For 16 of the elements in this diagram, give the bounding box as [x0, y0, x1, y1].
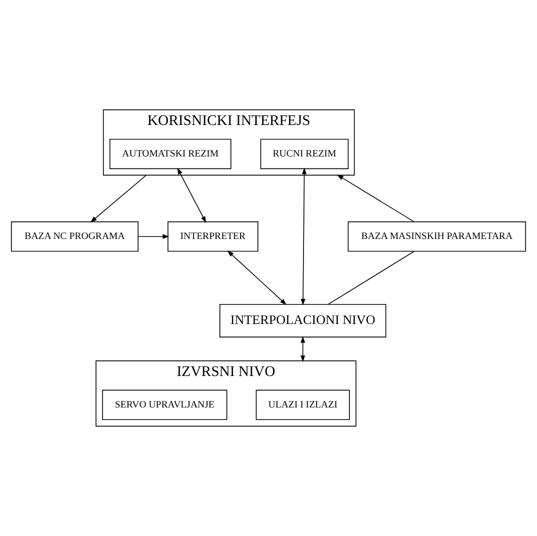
arrow: [227, 250, 287, 305]
arrow: [90, 174, 147, 222]
node-box: ULAZI I IZLAZI: [256, 390, 350, 420]
node-box: SERVO UPRAVLJANJE: [102, 390, 228, 420]
node-box: AUTOMATSKI REZIM: [110, 138, 232, 170]
node-box: BAZA NC PROGRAMA: [10, 221, 139, 252]
node-box: INTERPRETER: [168, 221, 258, 252]
arrow: [300, 336, 306, 362]
node-box: INTERPOLACIONI NIVO: [219, 304, 386, 338]
connector: [328, 250, 415, 305]
node-box: BAZA MASINSKIH PARAMETARA: [348, 221, 526, 252]
arrow: [336, 174, 414, 222]
arrow: [300, 168, 307, 306]
arrow: [138, 234, 170, 239]
arrow: [177, 168, 206, 223]
node-box: RUCNI REZIM: [260, 138, 349, 170]
